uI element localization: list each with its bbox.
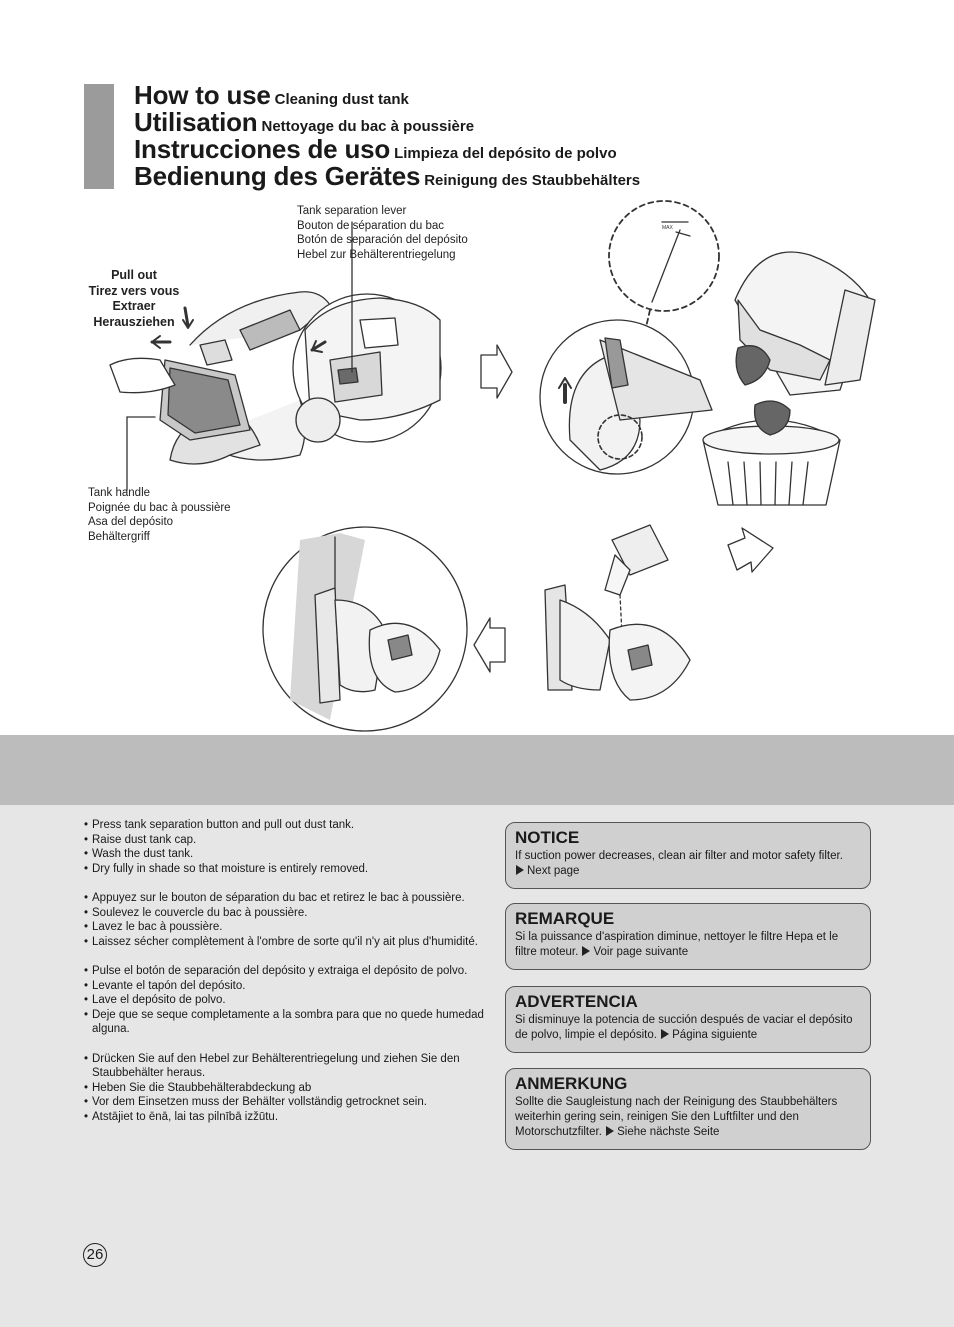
notice-box-en: NOTICE If suction power decreases, clean…	[505, 822, 871, 889]
notice-link: Siehe nächste Seite	[617, 1126, 720, 1138]
lever-label: Tank separation lever Bouton de séparati…	[297, 204, 468, 262]
notice-title: ANMERKUNG	[515, 1074, 628, 1093]
notice-text: Si disminuye la potencia de succión desp…	[515, 1013, 861, 1043]
steps-es: Pulse el botón de separación del depósit…	[84, 964, 494, 1037]
lever-label-en: Tank separation lever	[297, 205, 407, 217]
raise-cap-illustration	[539, 319, 713, 475]
step-item: Heben Sie die Staubbehälterabdeckung ab	[84, 1081, 494, 1096]
lever-closeup-illustration	[292, 221, 442, 443]
step-item: Deje que se seque completamente a la som…	[84, 1008, 494, 1037]
dry-tank-illustration	[262, 526, 468, 732]
steps-fr: Appuyez sur le bouton de séparation du b…	[84, 891, 494, 949]
notice-box-es: ADVERTENCIA Si disminuye la potencia de …	[505, 986, 871, 1053]
heading-main: How to use	[134, 80, 271, 110]
title-bar	[84, 84, 114, 189]
steps-en: Press tank separation button and pull ou…	[84, 818, 494, 876]
arrow-right-icon	[661, 1029, 670, 1039]
arrow-right-icon	[480, 344, 513, 399]
step-item: Soulevez le couvercle du bac à poussière…	[84, 906, 494, 921]
arrow-right-icon	[606, 1126, 615, 1136]
handle-label-es: Asa del depósito	[88, 516, 174, 528]
page-number: 26	[83, 1243, 107, 1267]
arrow-left-icon	[473, 617, 506, 673]
heading-main: Bedienung des Gerätes	[134, 161, 421, 191]
lever-label-es: Botón de separación del depósito	[297, 234, 468, 246]
notice-title: ADVERTENCIA	[515, 992, 638, 1011]
step-item: Lavez le bac à poussière.	[84, 920, 494, 935]
notice-box-fr: REMARQUE Si la puissance d'aspiration di…	[505, 903, 871, 970]
notice-text: If suction power decreases, clean air fi…	[515, 849, 861, 879]
step-list: Press tank separation button and pull ou…	[84, 818, 494, 1139]
pull-label-en: Pull out	[111, 268, 157, 282]
step-item: Press tank separation button and pull ou…	[84, 818, 494, 833]
heading-main: Utilisation	[134, 107, 258, 137]
step-item: Wash the dust tank.	[84, 847, 494, 862]
notice-link: Voir page suivante	[593, 946, 689, 958]
step-item: Dry fully in shade so that moisture is e…	[84, 862, 494, 877]
tank-handle-label: Tank handle Poignée du bac à poussière A…	[88, 486, 231, 544]
heading-sub: Reinigung des Staubbehälters	[424, 172, 641, 189]
notice-title: NOTICE	[515, 828, 580, 847]
pull-label-fr: Tirez vers vous	[88, 283, 180, 298]
arrow-down-left-icon	[727, 527, 774, 573]
arrow-right-icon	[516, 865, 524, 875]
heading-main: Instrucciones de uso	[134, 134, 391, 164]
heading-sub: Cleaning dust tank	[274, 91, 409, 108]
handle-label-en: Tank handle	[88, 487, 151, 499]
heading-sub: Nettoyage du bac à poussière	[261, 118, 475, 135]
notice-body: Sollte die Saugleistung nach der Reinigu…	[515, 1096, 838, 1138]
heading-sub: Limpieza del depósito de polvo	[394, 145, 617, 162]
notice-box-de: ANMERKUNG Sollte die Saugleistung nach d…	[505, 1068, 871, 1150]
notice-text: Si la puissance d'aspiration diminue, ne…	[515, 930, 861, 960]
section-band	[0, 735, 954, 805]
lever-label-fr: Bouton de séparation du bac	[297, 219, 445, 232]
pull-out-label: Pull out Tirez vers vous Extraer Herausz…	[80, 268, 188, 330]
handle-label-de: Behältergriff	[88, 530, 150, 543]
step-item: Laissez sécher complètement à l'ombre de…	[84, 935, 494, 950]
step-item: Lave el depósito de polvo.	[84, 993, 494, 1008]
notice-body: Si la puissance d'aspiration diminue, ne…	[515, 931, 839, 958]
wash-tank-illustration	[544, 524, 691, 701]
pull-label-es: Extraer	[112, 299, 156, 313]
illustration-drawing: MAX	[109, 200, 876, 732]
max-label: MAX	[662, 225, 674, 231]
step-item: Raise dust tank cap.	[84, 833, 494, 848]
notice-body: Si disminuye la potencia de succión desp…	[515, 1014, 853, 1041]
step-item: Atstājiet to ēnā, lai tas pilnībā izžūtu…	[84, 1110, 494, 1125]
vacuum-cleaner-illustration	[109, 291, 331, 491]
steps-de: Drücken Sie auf den Hebel zur Behälteren…	[84, 1052, 494, 1125]
step-item: Vor dem Einsetzen muss der Behälter voll…	[84, 1095, 494, 1110]
lever-label-de: Hebel zur Behälterentriegelung	[297, 248, 456, 261]
step-item: Appuyez sur le bouton de séparation du b…	[84, 891, 494, 906]
notice-body: If suction power decreases, clean air fi…	[515, 850, 843, 862]
step-item: Levante el tapón del depósito.	[84, 979, 494, 994]
notice-text: Sollte die Saugleistung nach der Reinigu…	[515, 1095, 861, 1140]
step-item: Pulse el botón de separación del depósit…	[84, 964, 494, 979]
pull-label-de: Herausziehen	[93, 314, 175, 329]
illustration-area: MAX	[0, 195, 954, 735]
arrow-right-icon	[582, 946, 591, 956]
notice-title: REMARQUE	[515, 909, 615, 928]
notice-link: Next page	[527, 865, 580, 877]
step-item: Drücken Sie auf den Hebel zur Behälteren…	[84, 1052, 494, 1081]
empty-tank-illustration	[702, 251, 876, 506]
handle-label-fr: Poignée du bac à poussière	[88, 501, 231, 514]
notice-link: Página siguiente	[672, 1029, 758, 1041]
